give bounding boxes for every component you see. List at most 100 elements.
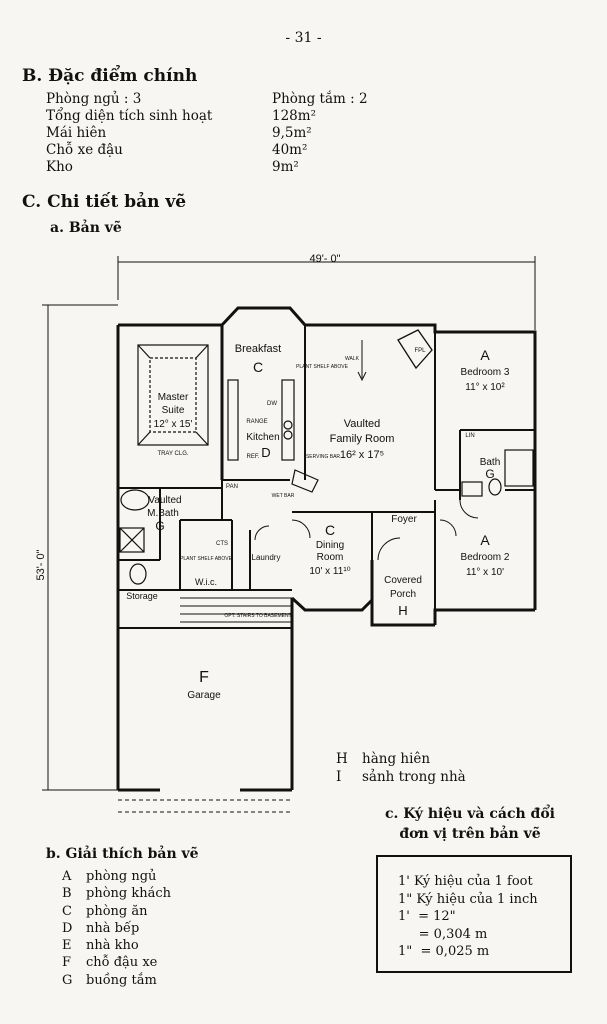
units-box <box>376 855 572 973</box>
legend-text: phòng ngủ <box>86 869 157 884</box>
label-ref: REF. <box>246 454 259 460</box>
label-lin: LIN <box>465 433 474 439</box>
door-swings <box>254 499 479 561</box>
units-line: 1' Ký hiệu của 1 foot <box>398 874 533 889</box>
label-bedroom3-size: 11° x 10² <box>465 382 505 393</box>
label-family-size: 16² x 17⁵ <box>340 449 384 461</box>
spec-label: Tổng diện tích sinh hoạt <box>46 108 213 124</box>
section-c-title: C. Chi tiết bản vẽ <box>22 192 187 212</box>
legend-key: B <box>62 886 72 902</box>
letter-c-dining: C <box>325 522 335 538</box>
legend-text: buồng tắm <box>86 972 157 988</box>
subsection-a-title: a. Bản vẽ <box>50 220 122 236</box>
spec-label: Chỗ xe đậu <box>46 142 123 158</box>
spec-list: Phòng ngủ : 3 Phòng tắm : 2 Tổng diện tíc… <box>46 91 422 176</box>
label-bath: Bath <box>480 457 501 468</box>
bath-fixtures <box>119 449 534 585</box>
legend-key: E <box>62 938 72 954</box>
spec-value: 9m² <box>272 159 299 175</box>
spec-row: Kho 9m² <box>46 159 422 176</box>
label-vaulted-bath: Vaulted <box>148 495 181 506</box>
legend-key: D <box>62 920 73 936</box>
label-dining: Dining <box>316 540 344 551</box>
label-porch: Porch <box>390 589 416 600</box>
legend-key: A <box>62 869 72 884</box>
legend-key: C <box>62 903 72 919</box>
spec-value: 9,5m² <box>272 125 312 141</box>
label-tray-clg: TRAY CLG. <box>157 451 188 457</box>
letter-a-bed3: A <box>480 347 490 363</box>
dim-width-label: 49'- 0" <box>309 253 340 265</box>
page-number: - 31 - <box>285 30 322 46</box>
exterior-walls <box>116 306 537 792</box>
label-pan: PAN <box>226 484 238 490</box>
label-plant-shelf-top: PLANT SHELF ABOVE <box>296 364 349 370</box>
spec-label: Phòng ngủ : 3 <box>46 91 142 107</box>
legend-text: nhà bếp <box>86 920 140 936</box>
label-suite: Suite <box>162 405 185 416</box>
label-bedroom2-size: 11° x 10' <box>466 567 504 578</box>
dim-height-label: 53'- 0" <box>35 549 47 580</box>
spec-label: Mái hiên <box>46 125 107 141</box>
label-foyer: Foyer <box>391 514 417 525</box>
label-cts: CTS <box>216 541 228 547</box>
legend-text: phòng ăn <box>86 903 148 919</box>
label-laundry: Laundry <box>252 553 281 562</box>
label-dining-size: 10' x 11¹⁰ <box>309 566 350 577</box>
interior-walls <box>118 325 535 629</box>
symbol-key: H <box>336 751 348 767</box>
letter-a-bed2: A <box>480 532 490 548</box>
units-title-line2: đơn vị trên bản vẽ <box>399 826 541 842</box>
kitchen-counters <box>227 379 319 493</box>
symbol-text: hàng hiên <box>362 751 431 767</box>
floor-plan: 49'- 0" 53'- 0" <box>35 253 537 813</box>
fireplace <box>397 329 433 370</box>
units-title-line1: c. Ký hiệu và cách đổi <box>385 806 555 822</box>
label-walk: WALK <box>345 356 360 362</box>
legend-text: nhà kho <box>86 938 139 954</box>
letter-d-kitchen: D <box>261 445 270 460</box>
label-garage: Garage <box>187 690 221 701</box>
letter-f-garage: F <box>199 669 209 686</box>
units-list: 1' Ký hiệu của 1 foot 1" Ký hiệu của 1 i… <box>398 873 538 961</box>
label-plant-shelf-wic: PLANT SHELF ABOVE <box>180 556 233 562</box>
label-covered: Covered <box>384 575 422 586</box>
spec-row: Tổng diện tích sinh hoạt 128m² <box>46 108 422 125</box>
symbol-key: I <box>336 769 342 785</box>
spec-value: Phòng tắm : 2 <box>272 91 368 107</box>
spec-value: 128m² <box>272 108 316 124</box>
label-bedroom2: Bedroom 2 <box>461 552 510 563</box>
label-kitchen: Kitchen <box>246 432 279 443</box>
letter-h-porch: H <box>398 603 407 618</box>
units-line: 1' = 12" <box>398 909 456 924</box>
stairs <box>180 597 292 623</box>
spec-label: Kho <box>46 159 73 175</box>
label-master-size: 12° x 15' <box>154 419 193 430</box>
label-wic: W.i.c. <box>195 577 217 587</box>
tray-ceiling <box>137 344 209 446</box>
legend-text: phòng khách <box>86 886 172 902</box>
letter-g-mbath: G <box>155 519 164 533</box>
letter-g-bath: G <box>485 467 494 481</box>
label-family-room: Family Room <box>330 433 395 445</box>
spec-value: 40m² <box>272 142 308 158</box>
label-breakfast: Breakfast <box>235 343 281 355</box>
letter-c-breakfast: C <box>253 359 263 375</box>
section-c-units-title: c. Ký hiệu và cách đổi đơn vị trên bản v… <box>350 804 590 844</box>
legend-key: G <box>62 972 73 988</box>
garage-door <box>118 799 292 813</box>
spec-row: Chỗ xe đậu 40m² <box>46 142 422 159</box>
label-dw: DW <box>267 401 277 407</box>
symbol-text: sảnh trong nhà <box>362 769 466 785</box>
